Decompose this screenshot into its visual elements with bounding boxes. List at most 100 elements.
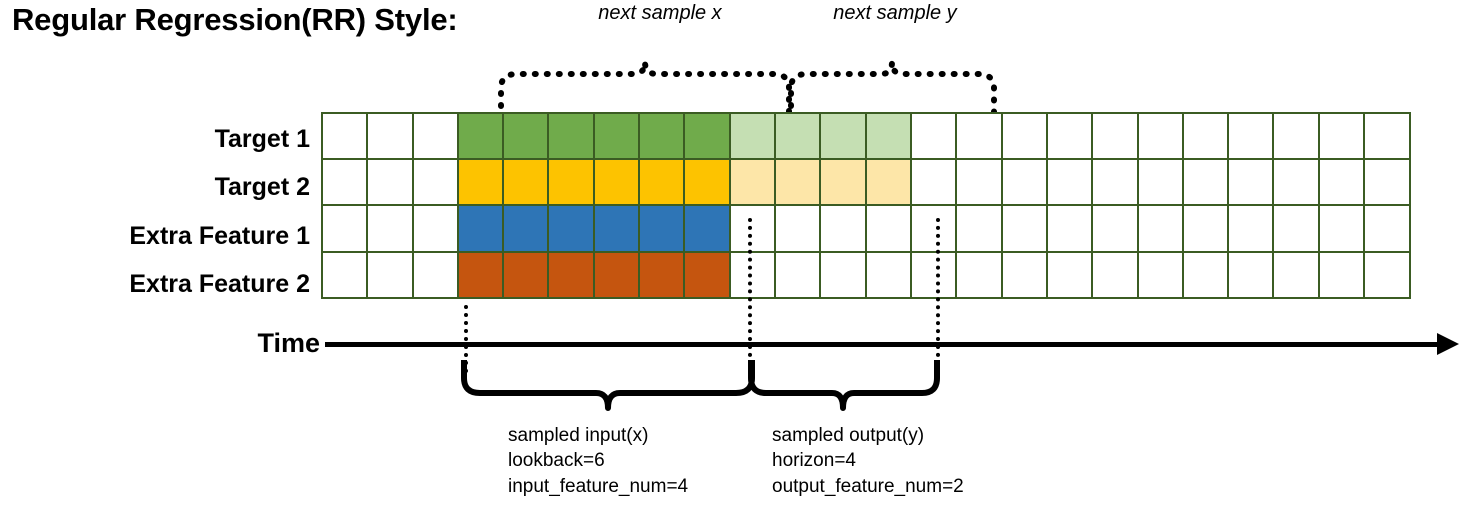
grid-cell-empty xyxy=(819,250,867,299)
grid-cell-empty xyxy=(864,250,913,299)
note-line-3: input_feature_num=4 xyxy=(508,475,689,497)
grid-cell-empty xyxy=(774,204,822,253)
grid-cell-empty xyxy=(366,111,414,161)
grid-cell-empty xyxy=(728,204,777,253)
grid-cell-empty xyxy=(864,204,913,253)
grid-row xyxy=(320,250,1411,299)
grid-row xyxy=(320,204,1411,253)
grid-cell-input xyxy=(547,250,595,299)
grid-row xyxy=(320,158,1411,207)
row-label-target-2: Target 2 xyxy=(0,164,310,213)
grid-cell-empty xyxy=(1363,111,1411,161)
grid-cell-empty xyxy=(909,204,958,253)
grid-cell-output xyxy=(728,111,777,161)
note-line-2: lookback=6 xyxy=(508,450,605,472)
grid-cell-empty xyxy=(955,158,1003,207)
row-label-extra-feature-2: Extra Feature 2 xyxy=(0,261,310,310)
grid-cell-input xyxy=(456,250,505,299)
grid-cell-empty xyxy=(1363,204,1411,253)
grid-cell-empty xyxy=(1091,204,1139,253)
grid-cell-empty xyxy=(1272,204,1320,253)
grid-cell-empty xyxy=(1227,250,1275,299)
grid-cell-input xyxy=(547,111,595,161)
grid-cell-empty xyxy=(411,204,460,253)
next-sample-y-label: next sample y xyxy=(833,2,957,24)
grid-cell-empty xyxy=(1272,111,1320,161)
grid-cell-empty xyxy=(1000,111,1049,161)
grid-cell-input xyxy=(456,204,505,253)
grid-cell-empty xyxy=(366,250,414,299)
grid-cell-empty xyxy=(1181,250,1230,299)
grid-cell-empty xyxy=(1317,111,1366,161)
grid-cell-empty xyxy=(1227,111,1275,161)
brace-sampled-input xyxy=(461,360,755,411)
row-label-target-1: Target 1 xyxy=(0,115,310,164)
grid-cell-empty xyxy=(1317,204,1366,253)
grid-cell-empty xyxy=(728,250,777,299)
grid-cell-input xyxy=(683,250,731,299)
grid-cell-empty xyxy=(1000,250,1049,299)
grid-cell-empty xyxy=(1091,158,1139,207)
grid-cell-input xyxy=(638,111,686,161)
note-line-3: output_feature_num=2 xyxy=(772,475,964,497)
time-axis-arrow-icon xyxy=(1437,333,1459,355)
note-line-1: sampled input(x) xyxy=(508,425,649,446)
grid-cell-input xyxy=(638,250,686,299)
grid-cell-empty xyxy=(320,158,369,207)
grid-cell-empty xyxy=(1317,250,1366,299)
grid-cell-input xyxy=(683,204,731,253)
grid-cell-empty xyxy=(1045,111,1094,161)
guide-line-input-start xyxy=(464,305,468,373)
brace-next-sample-x xyxy=(498,61,792,120)
note-line-2: horizon=4 xyxy=(772,450,856,472)
grid-cell-empty xyxy=(366,158,414,207)
grid-cell-output xyxy=(774,158,822,207)
grid-cell-output xyxy=(864,111,913,161)
grid-cell-empty xyxy=(1272,158,1320,207)
grid-cell-empty xyxy=(955,204,1003,253)
grid-cell-empty xyxy=(1181,111,1230,161)
row-label-extra-feature-1: Extra Feature 1 xyxy=(0,212,310,261)
grid-cell-input xyxy=(592,250,641,299)
grid-cell-empty xyxy=(1000,204,1049,253)
grid-cell-empty xyxy=(320,111,369,161)
row-label-text: Target 1 xyxy=(214,124,310,153)
grid-cell-empty xyxy=(1272,250,1320,299)
grid-cell-output xyxy=(819,111,867,161)
grid-cell-empty xyxy=(1181,204,1230,253)
brace-sampled-output xyxy=(748,360,940,411)
row-label-text: Extra Feature 2 xyxy=(129,270,310,299)
grid-cell-output xyxy=(819,158,867,207)
grid-cell-empty xyxy=(955,250,1003,299)
grid-cell-empty xyxy=(1136,111,1185,161)
grid-cell-empty xyxy=(1045,158,1094,207)
grid-cell-empty xyxy=(320,250,369,299)
grid-cell-empty xyxy=(1045,250,1094,299)
grid-cell-input xyxy=(592,158,641,207)
grid-cell-input xyxy=(502,111,550,161)
grid-row xyxy=(320,111,1411,161)
time-axis-line xyxy=(325,342,1445,347)
row-label-text: Extra Feature 1 xyxy=(129,221,310,250)
grid-cell-empty xyxy=(909,250,958,299)
grid-cell-empty xyxy=(909,111,958,161)
grid-cell-output xyxy=(774,111,822,161)
grid-cell-empty xyxy=(909,158,958,207)
grid-cell-empty xyxy=(1136,250,1185,299)
grid-cell-input xyxy=(638,204,686,253)
grid-cell-empty xyxy=(1091,250,1139,299)
grid-cell-input xyxy=(638,158,686,207)
grid-cell-empty xyxy=(1227,158,1275,207)
grid-cell-empty xyxy=(774,250,822,299)
grid-cell-input xyxy=(547,204,595,253)
grid-cell-empty xyxy=(1227,204,1275,253)
grid-cell-input xyxy=(683,111,731,161)
grid-cell-empty xyxy=(1363,250,1411,299)
grid-cell-empty xyxy=(1045,204,1094,253)
grid-cell-input xyxy=(502,158,550,207)
grid-cell-input xyxy=(592,111,641,161)
grid-cell-input xyxy=(547,158,595,207)
grid-cell-empty xyxy=(411,158,460,207)
next-sample-x-label: next sample x xyxy=(598,2,722,24)
